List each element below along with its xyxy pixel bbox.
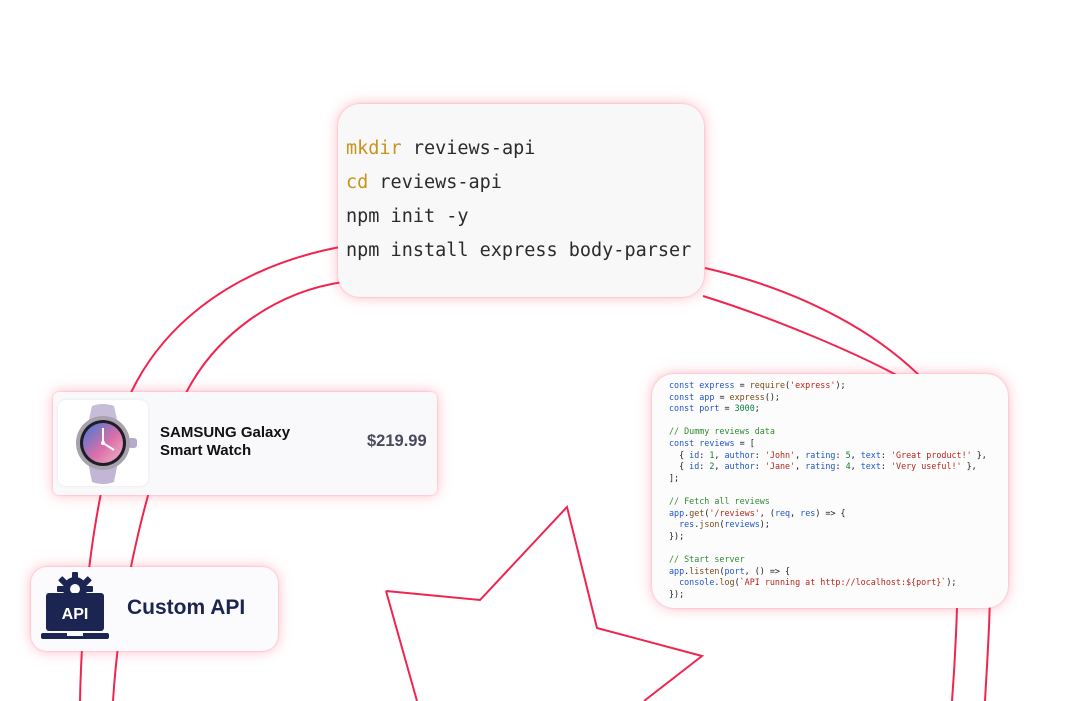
- custom-api-card[interactable]: API Custom API: [31, 567, 278, 651]
- product-price: $219.99: [367, 432, 427, 450]
- code-snippet-card: const express = require('express');const…: [652, 374, 1008, 608]
- terminal-commands-card: mkdir reviews-api cd reviews-api npm ini…: [338, 104, 704, 297]
- code-line: ];: [669, 472, 680, 483]
- code-line: const reviews = [: [669, 437, 755, 448]
- code-line: // Start server: [669, 553, 745, 564]
- smartwatch-icon: [76, 404, 137, 484]
- api-icon-label: API: [62, 606, 89, 623]
- code-line: // Dummy reviews data: [669, 426, 775, 437]
- code-line: // Fetch all reviews: [669, 495, 770, 506]
- code-line: { id: 1, author: 'John', rating: 5, text…: [669, 449, 987, 460]
- code-line: });: [669, 588, 685, 599]
- product-card[interactable]: SAMSUNG Galaxy Smart Watch $219.99: [53, 392, 437, 495]
- product-name: SAMSUNG Galaxy Smart Watch: [160, 424, 291, 459]
- right-inner-arc: [702, 295, 903, 379]
- terminal-line: npm install express body-parser: [346, 240, 692, 261]
- code-line: const port = 3000;: [669, 403, 760, 414]
- api-title: Custom API: [127, 596, 246, 619]
- code-line: { id: 2, author: 'Jane', rating: 4, text…: [669, 461, 977, 472]
- code-line: [669, 484, 987, 496]
- code-line: app.listen(port, () => {: [669, 565, 791, 576]
- terminal-line: mkdir reviews-api: [346, 138, 536, 159]
- code-line: const app = express();: [669, 391, 780, 402]
- code-line: [669, 415, 987, 427]
- code-line: app.get('/reviews', (req, res) => {: [669, 507, 846, 518]
- code-block: const express = require('express');const…: [669, 380, 987, 600]
- code-line: [669, 542, 987, 554]
- code-line: console.log(`API running at http://local…: [679, 577, 957, 588]
- star-outline: [385, 504, 705, 701]
- right-inner-arc-lower: [951, 606, 958, 701]
- code-line: });: [669, 530, 685, 541]
- terminal-line: cd reviews-api: [346, 172, 502, 193]
- product-image: [58, 400, 148, 486]
- code-line: const express = require('express');: [669, 380, 846, 390]
- api-laptop-gear-icon: API: [41, 572, 109, 639]
- terminal-line: npm init -y: [346, 206, 469, 227]
- code-line: res.json(reviews);: [679, 519, 770, 530]
